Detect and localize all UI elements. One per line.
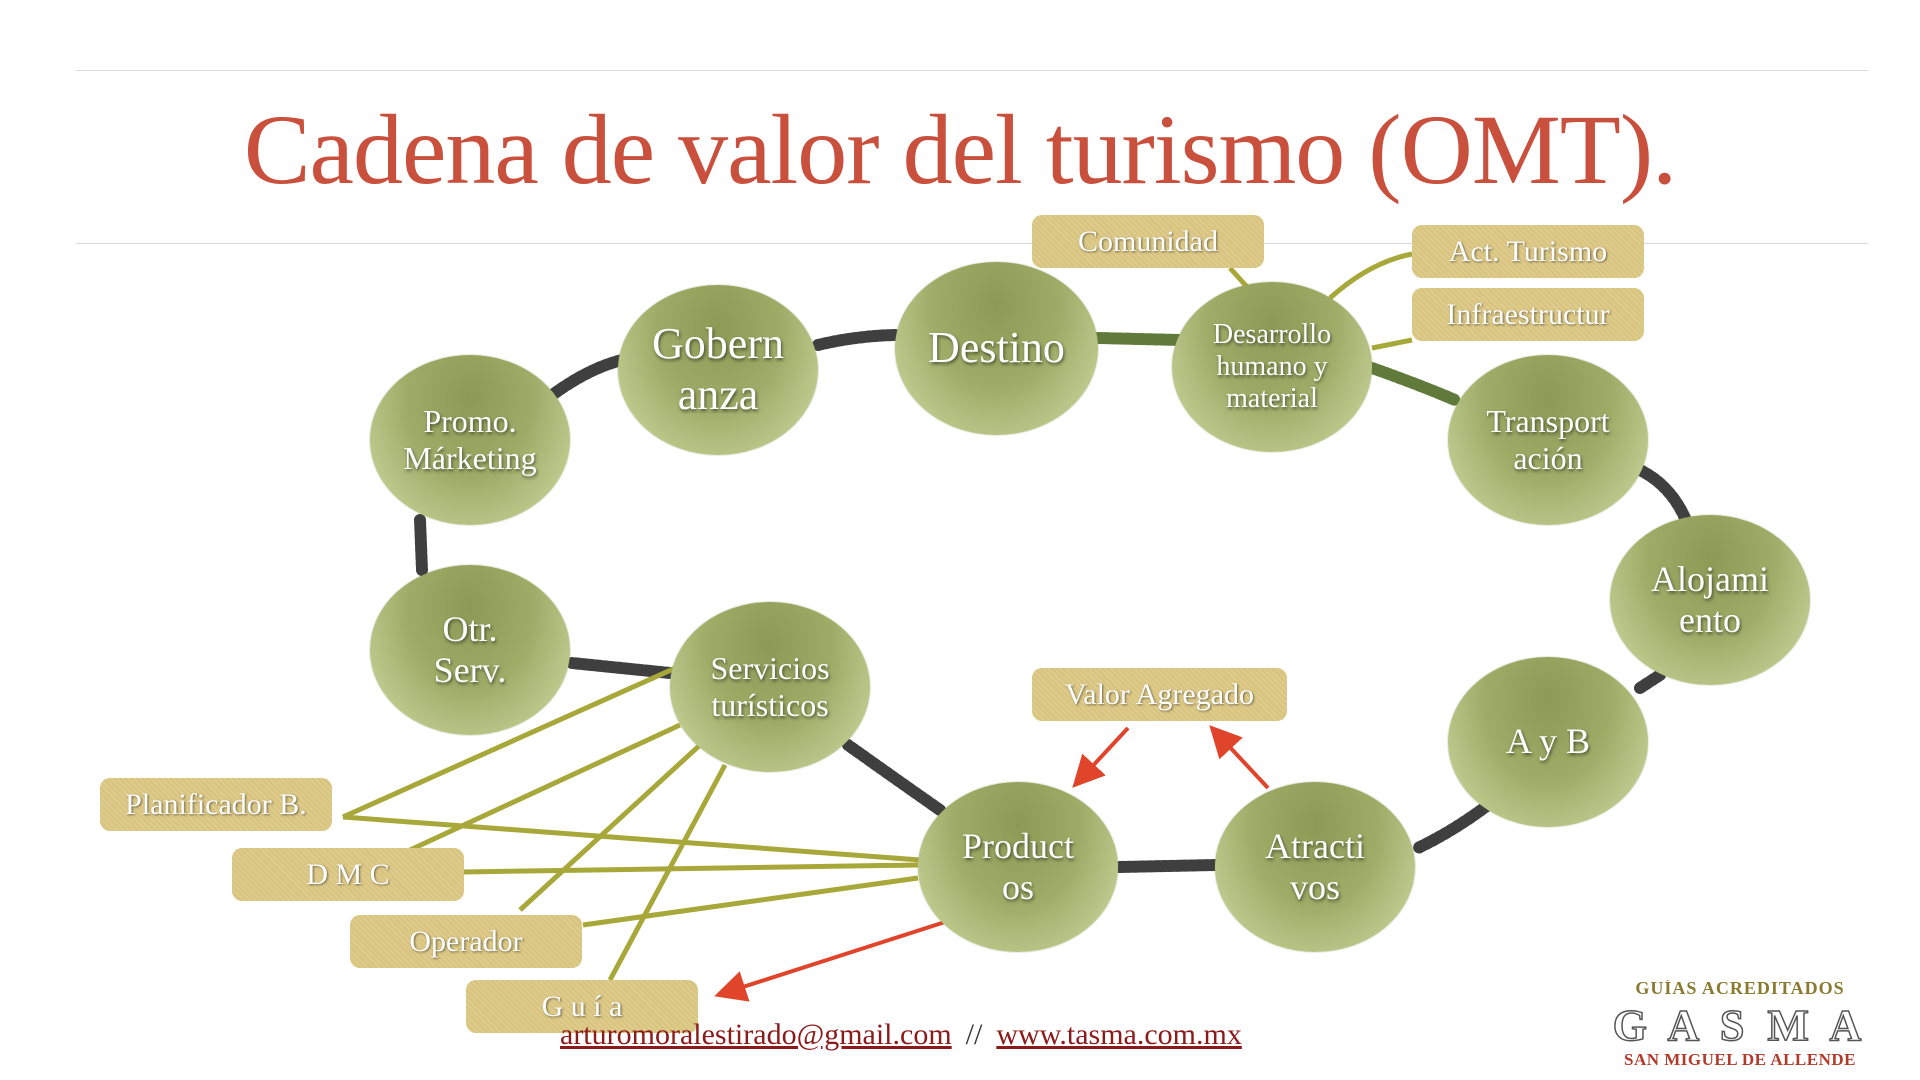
connector-operador-servicios xyxy=(518,743,702,912)
arrow-atractivos-to-valor xyxy=(1209,725,1270,790)
value-arrows xyxy=(714,725,1270,1002)
title-divider xyxy=(76,243,1868,244)
chain-otros-promo xyxy=(414,514,428,576)
node-servicios-label: Servicios turísticos xyxy=(710,650,830,723)
tag-comunidad: Comunidad xyxy=(1032,215,1264,268)
node-productos-label: Product os xyxy=(962,825,1074,907)
tag-connectors xyxy=(341,251,1413,982)
chain-productos-servicios xyxy=(842,739,946,816)
tag-guia: G u í a xyxy=(466,980,698,1033)
chain-gobernanza-destino xyxy=(812,329,901,351)
node-alojamiento: Alojami ento xyxy=(1610,515,1810,685)
tag-dmc: D M C xyxy=(232,848,464,901)
chain-ayb-atractivos xyxy=(1412,799,1494,854)
node-destino-label: Destino xyxy=(928,323,1065,373)
connector-dmc-productos xyxy=(462,862,919,875)
chain-desarrollo-transportacion xyxy=(1366,362,1461,406)
node-promo-label: Promo. Márketing xyxy=(403,403,537,476)
logo-line2: G A S M A xyxy=(1613,1001,1868,1050)
node-otros-label: Otr. Serv. xyxy=(433,608,507,690)
node-ayb-label: A y B xyxy=(1505,721,1591,762)
node-servicios-turisticos: Servicios turísticos xyxy=(670,602,870,772)
node-desarrollo: Desarrollo humano y material xyxy=(1172,282,1372,452)
arrow-productos-to-guia xyxy=(714,920,946,1002)
tag-infraestructura: Infraestructur xyxy=(1412,288,1644,341)
node-gobernanza: Gobern anza xyxy=(618,285,818,455)
node-otros-servicios: Otr. Serv. xyxy=(370,565,570,735)
tag-valor-agregado: Valor Agregado xyxy=(1032,668,1287,721)
tag-operador: Operador xyxy=(350,915,582,968)
chain-atractivos-productos xyxy=(1114,859,1221,873)
connector-planificador xyxy=(342,814,921,863)
chain-promo-gobernanza xyxy=(549,354,628,399)
connector-guia-servicios xyxy=(607,763,728,982)
connector-dmc-servicios xyxy=(408,722,682,853)
gasma-logo: GUÍAS ACREDITADOS G A S M A SAN MIGUEL D… xyxy=(1612,980,1868,1069)
node-productos: Product os xyxy=(918,782,1118,952)
chain-transportacion-alojamiento xyxy=(1634,464,1691,524)
connector-operador-productos xyxy=(582,875,919,928)
node-ayb: A y B xyxy=(1448,657,1648,827)
tag-act-turismo: Act. Turismo xyxy=(1412,225,1644,278)
node-alojamiento-label: Alojami ento xyxy=(1651,558,1769,640)
node-desarrollo-label: Desarrollo humano y material xyxy=(1212,318,1332,415)
chain-servicios-otros xyxy=(566,657,676,679)
node-gobernanza-label: Gobern anza xyxy=(652,319,784,419)
node-transportacion-label: Transport ación xyxy=(1486,403,1610,476)
page-title: Cadena de valor del turismo (OMT). xyxy=(243,94,1677,205)
node-destino: Destino xyxy=(895,262,1098,435)
chain-links xyxy=(414,329,1691,873)
chain-destino-desarrollo xyxy=(1092,332,1186,346)
logo-line3: SAN MIGUEL DE ALLENDE xyxy=(1624,1050,1856,1069)
footer-separator: // xyxy=(965,1018,983,1051)
node-promo-marketing: Promo. Márketing xyxy=(370,355,570,525)
chain-alojamiento-ayb xyxy=(1634,669,1666,694)
connector-infraestructura xyxy=(1371,337,1413,351)
email-link[interactable]: arturomoralestirado@gmail.com xyxy=(560,1018,952,1051)
tag-planificador: Planificador B. xyxy=(100,778,332,831)
top-divider xyxy=(76,70,1868,71)
connector-act-turismo xyxy=(1328,251,1413,300)
node-atractivos-label: Atracti vos xyxy=(1265,825,1365,907)
node-atractivos: Atracti vos xyxy=(1215,782,1415,952)
node-transportacion: Transport ación xyxy=(1448,355,1648,525)
website-link[interactable]: www.tasma.com.mx xyxy=(996,1018,1242,1051)
connector-planificador-servicios xyxy=(341,645,722,820)
logo-line1: GUÍAS ACREDITADOS xyxy=(1635,980,1844,998)
footer-contact: arturomoralestirado@gmail.com // www.tasma… xyxy=(560,1018,1242,1052)
arrow-valor-to-productos xyxy=(1072,726,1130,788)
